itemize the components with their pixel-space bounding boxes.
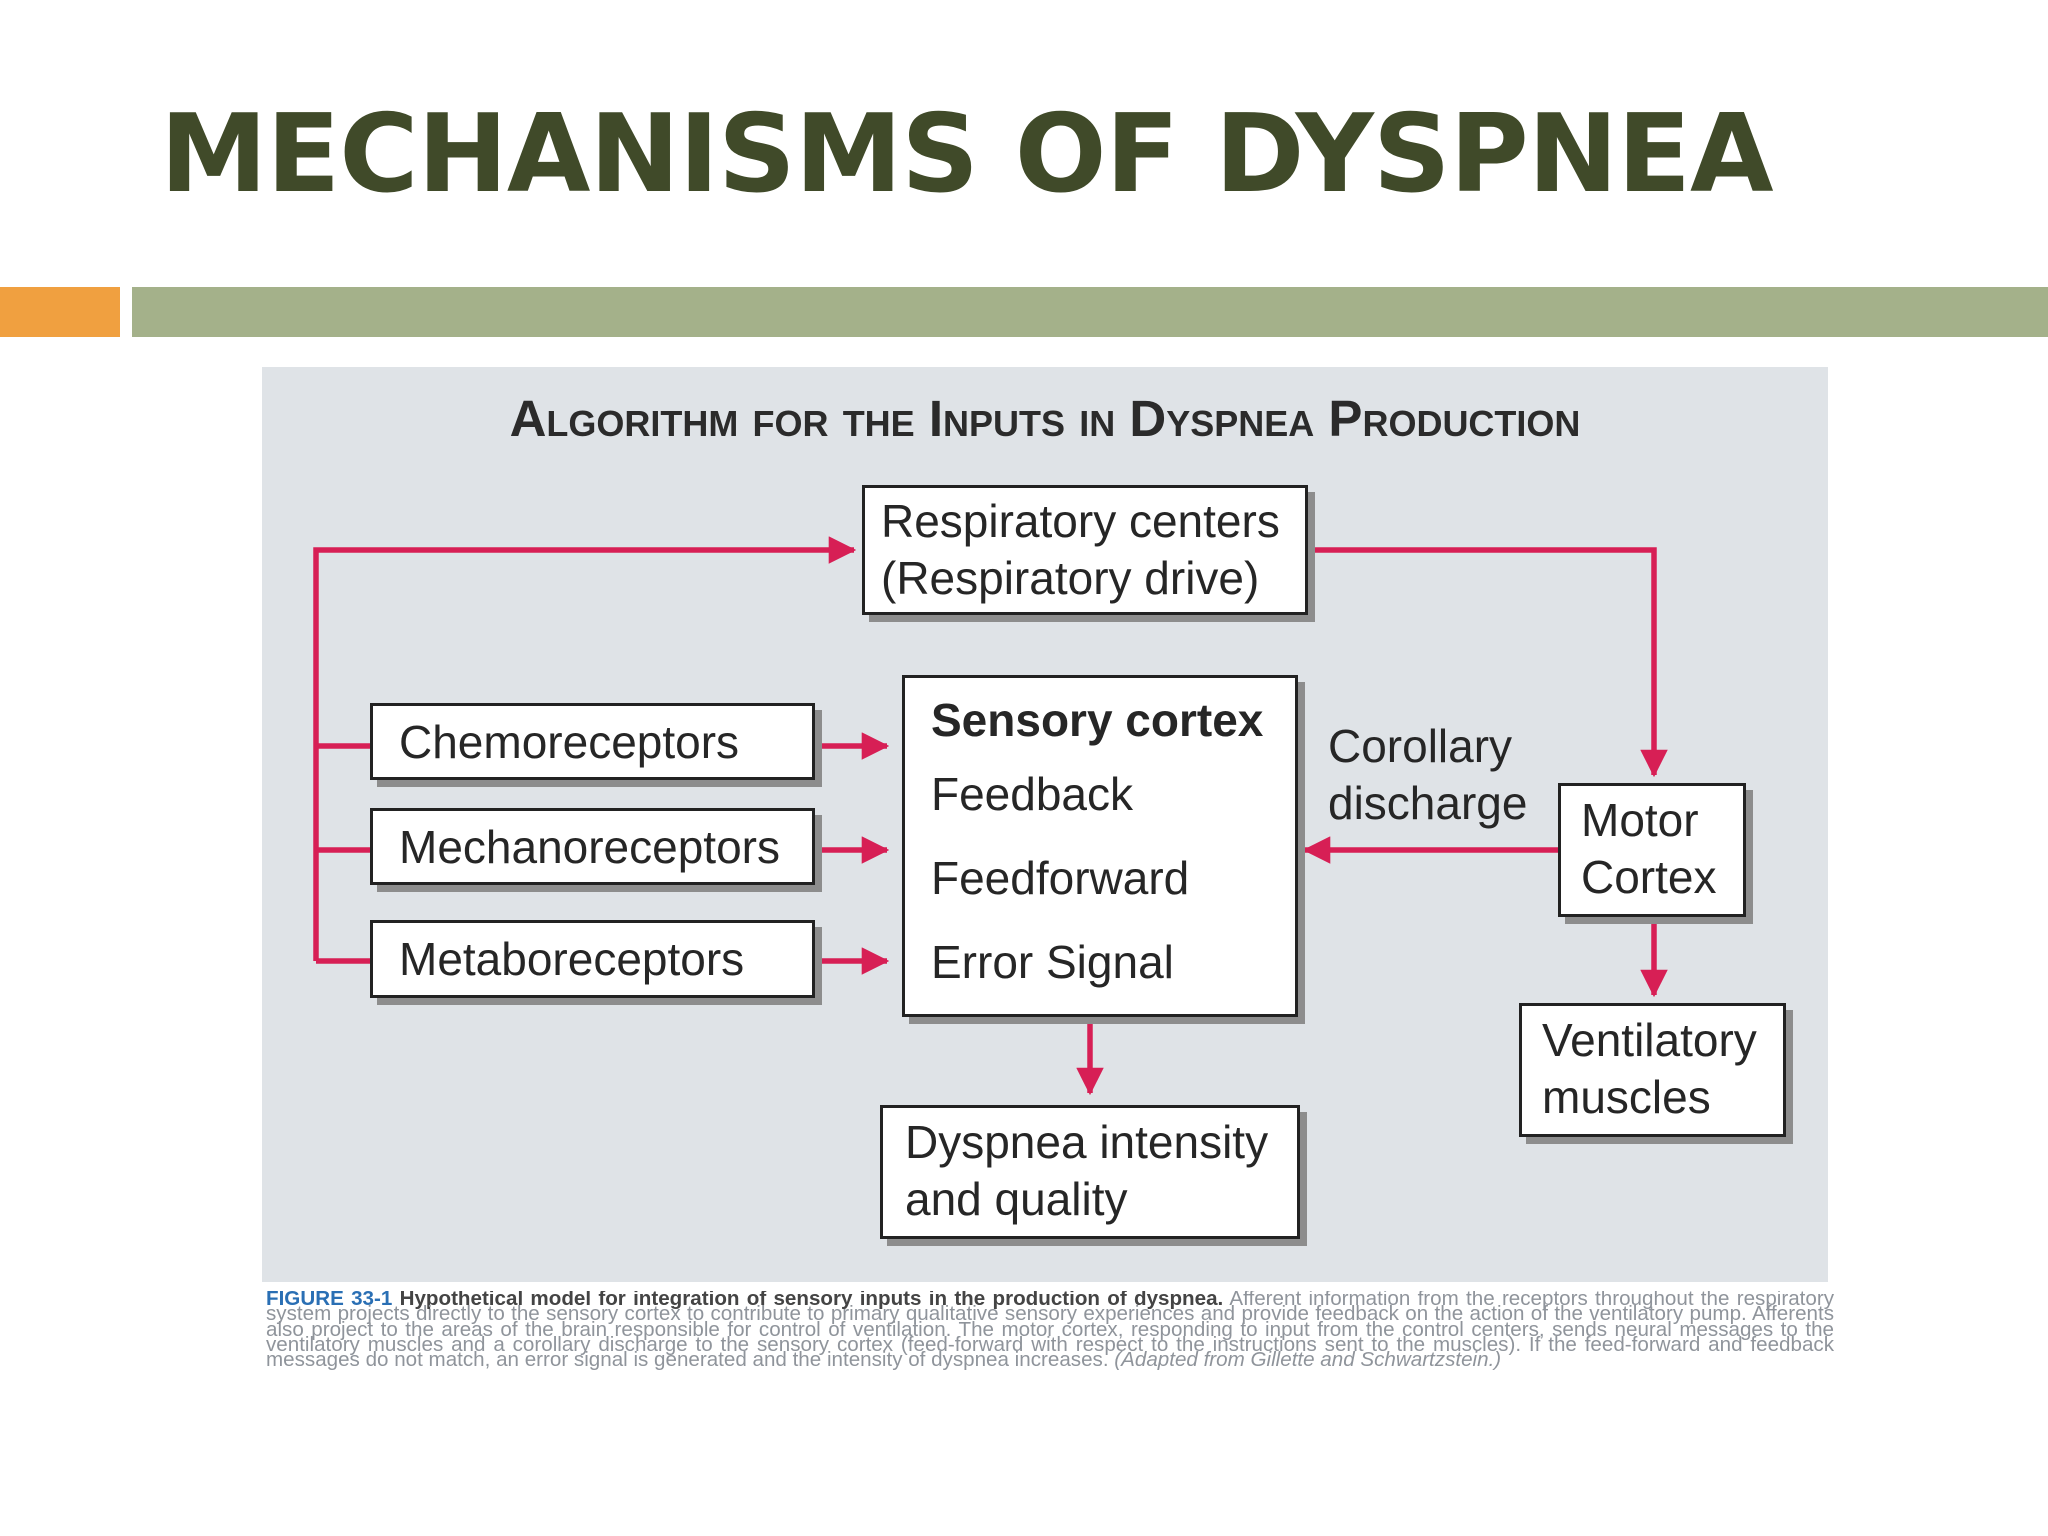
flow-arrows (313, 536, 1668, 1096)
respiratory-centers-box: Respiratory centers (Respiratory drive) (862, 485, 1308, 615)
slide-title: MECHANISMS OF DYSPNEA (160, 92, 1774, 217)
caption-label: FIGURE 33-1 (266, 1291, 393, 1310)
corollary-discharge-label: Corollary discharge (1328, 718, 1527, 832)
chemoreceptors-box: Chemoreceptors (370, 703, 815, 780)
sensory-cortex-feedforward: Feedforward (931, 852, 1190, 904)
caption-body: Afferent information from the receptors … (266, 1291, 1834, 1372)
sensory-cortex-box: Sensory cortex Feedback Feedforward Erro… (902, 675, 1298, 1017)
dyspnea-intensity-box: Dyspnea intensity and quality (880, 1105, 1300, 1239)
figure-panel: Algorithm for the Inputs in Dyspnea Prod… (262, 367, 1828, 1282)
figure-heading: Algorithm for the Inputs in Dyspnea Prod… (509, 390, 1581, 447)
respiratory-centers-line-2: (Respiratory drive) (881, 552, 1260, 604)
corollary-discharge-line-2: discharge (1328, 777, 1528, 829)
accent-bar-orange (0, 287, 120, 337)
dyspnea-intensity-line-2: and quality (905, 1173, 1128, 1225)
motor-cortex-box: Motor Cortex (1558, 783, 1746, 917)
motor-cortex-line-1: Motor (1581, 794, 1699, 846)
sensory-cortex-error-signal: Error Signal (931, 936, 1174, 988)
motor-cortex-line-2: Cortex (1581, 851, 1717, 903)
ventilatory-muscles-line-1: Ventilatory (1542, 1014, 1757, 1066)
figure-caption: FIGURE 33-1 Hypothetical model for integ… (266, 1291, 1834, 1486)
ventilatory-muscles-line-2: muscles (1542, 1071, 1711, 1123)
sensory-cortex-title: Sensory cortex (931, 694, 1264, 746)
sensory-cortex-feedback: Feedback (931, 768, 1134, 820)
metaboreceptors-box: Metaboreceptors (370, 920, 815, 998)
metaboreceptors-label: Metaboreceptors (399, 933, 745, 985)
corollary-discharge-line-1: Corollary (1328, 720, 1513, 772)
accent-bar-green (132, 287, 2048, 337)
respiratory-centers-line-1: Respiratory centers (881, 495, 1280, 547)
arrow-respiratory-centers-to-motor-cortex (1308, 547, 1668, 778)
chemoreceptors-label: Chemoreceptors (399, 716, 740, 768)
mechanoreceptors-box: Mechanoreceptors (370, 808, 815, 885)
dyspnea-intensity-line-1: Dyspnea intensity (905, 1116, 1269, 1168)
arrow-trunk-to-respiratory-centers (313, 536, 857, 961)
caption-lead: Hypothetical model for integration of se… (399, 1291, 1224, 1310)
ventilatory-muscles-box: Ventilatory muscles (1519, 1003, 1786, 1137)
caption-credit: (Adapted from Gillette and Schwartzstein… (1114, 1348, 1502, 1372)
mechanoreceptors-label: Mechanoreceptors (399, 821, 780, 873)
